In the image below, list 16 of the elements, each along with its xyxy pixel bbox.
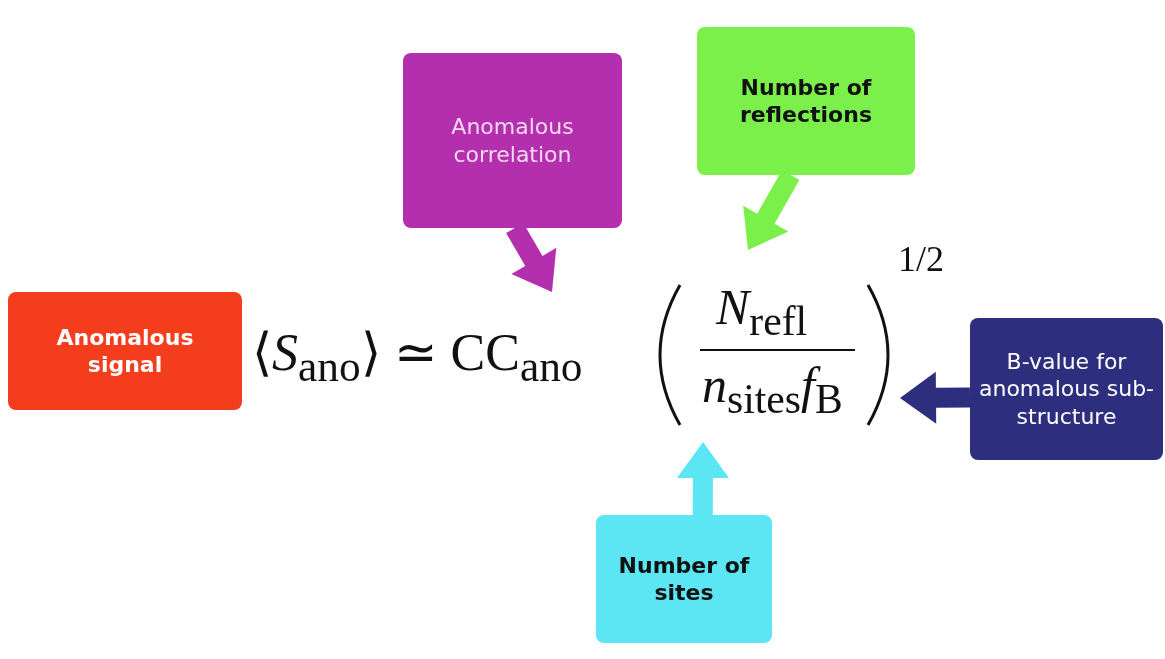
callout-box xyxy=(697,27,915,175)
callout-text: Anomalous correlation xyxy=(450,113,575,168)
exponent-text: 1/2 xyxy=(898,238,944,280)
arrow xyxy=(676,442,729,515)
denominator-text: n$_{sites}$f$_{B}$ xyxy=(702,356,843,423)
numerator-text: N$_{refl}$ xyxy=(716,278,808,345)
callout-text: B-value for anomalous sub-structure xyxy=(978,347,1155,431)
equation-text: ⟨S$_{ano}$⟩ ≃ CC$_{ano}$ xyxy=(252,323,583,392)
callout-box xyxy=(596,515,772,643)
callout-box xyxy=(403,53,622,228)
callout-text: Number of sites xyxy=(617,551,751,607)
callout-text: Number of reflections xyxy=(739,73,873,129)
callout-text: Anomalous signal xyxy=(55,323,195,379)
callout-box xyxy=(8,292,242,410)
arrow xyxy=(900,371,971,424)
callout-box xyxy=(970,318,1163,460)
